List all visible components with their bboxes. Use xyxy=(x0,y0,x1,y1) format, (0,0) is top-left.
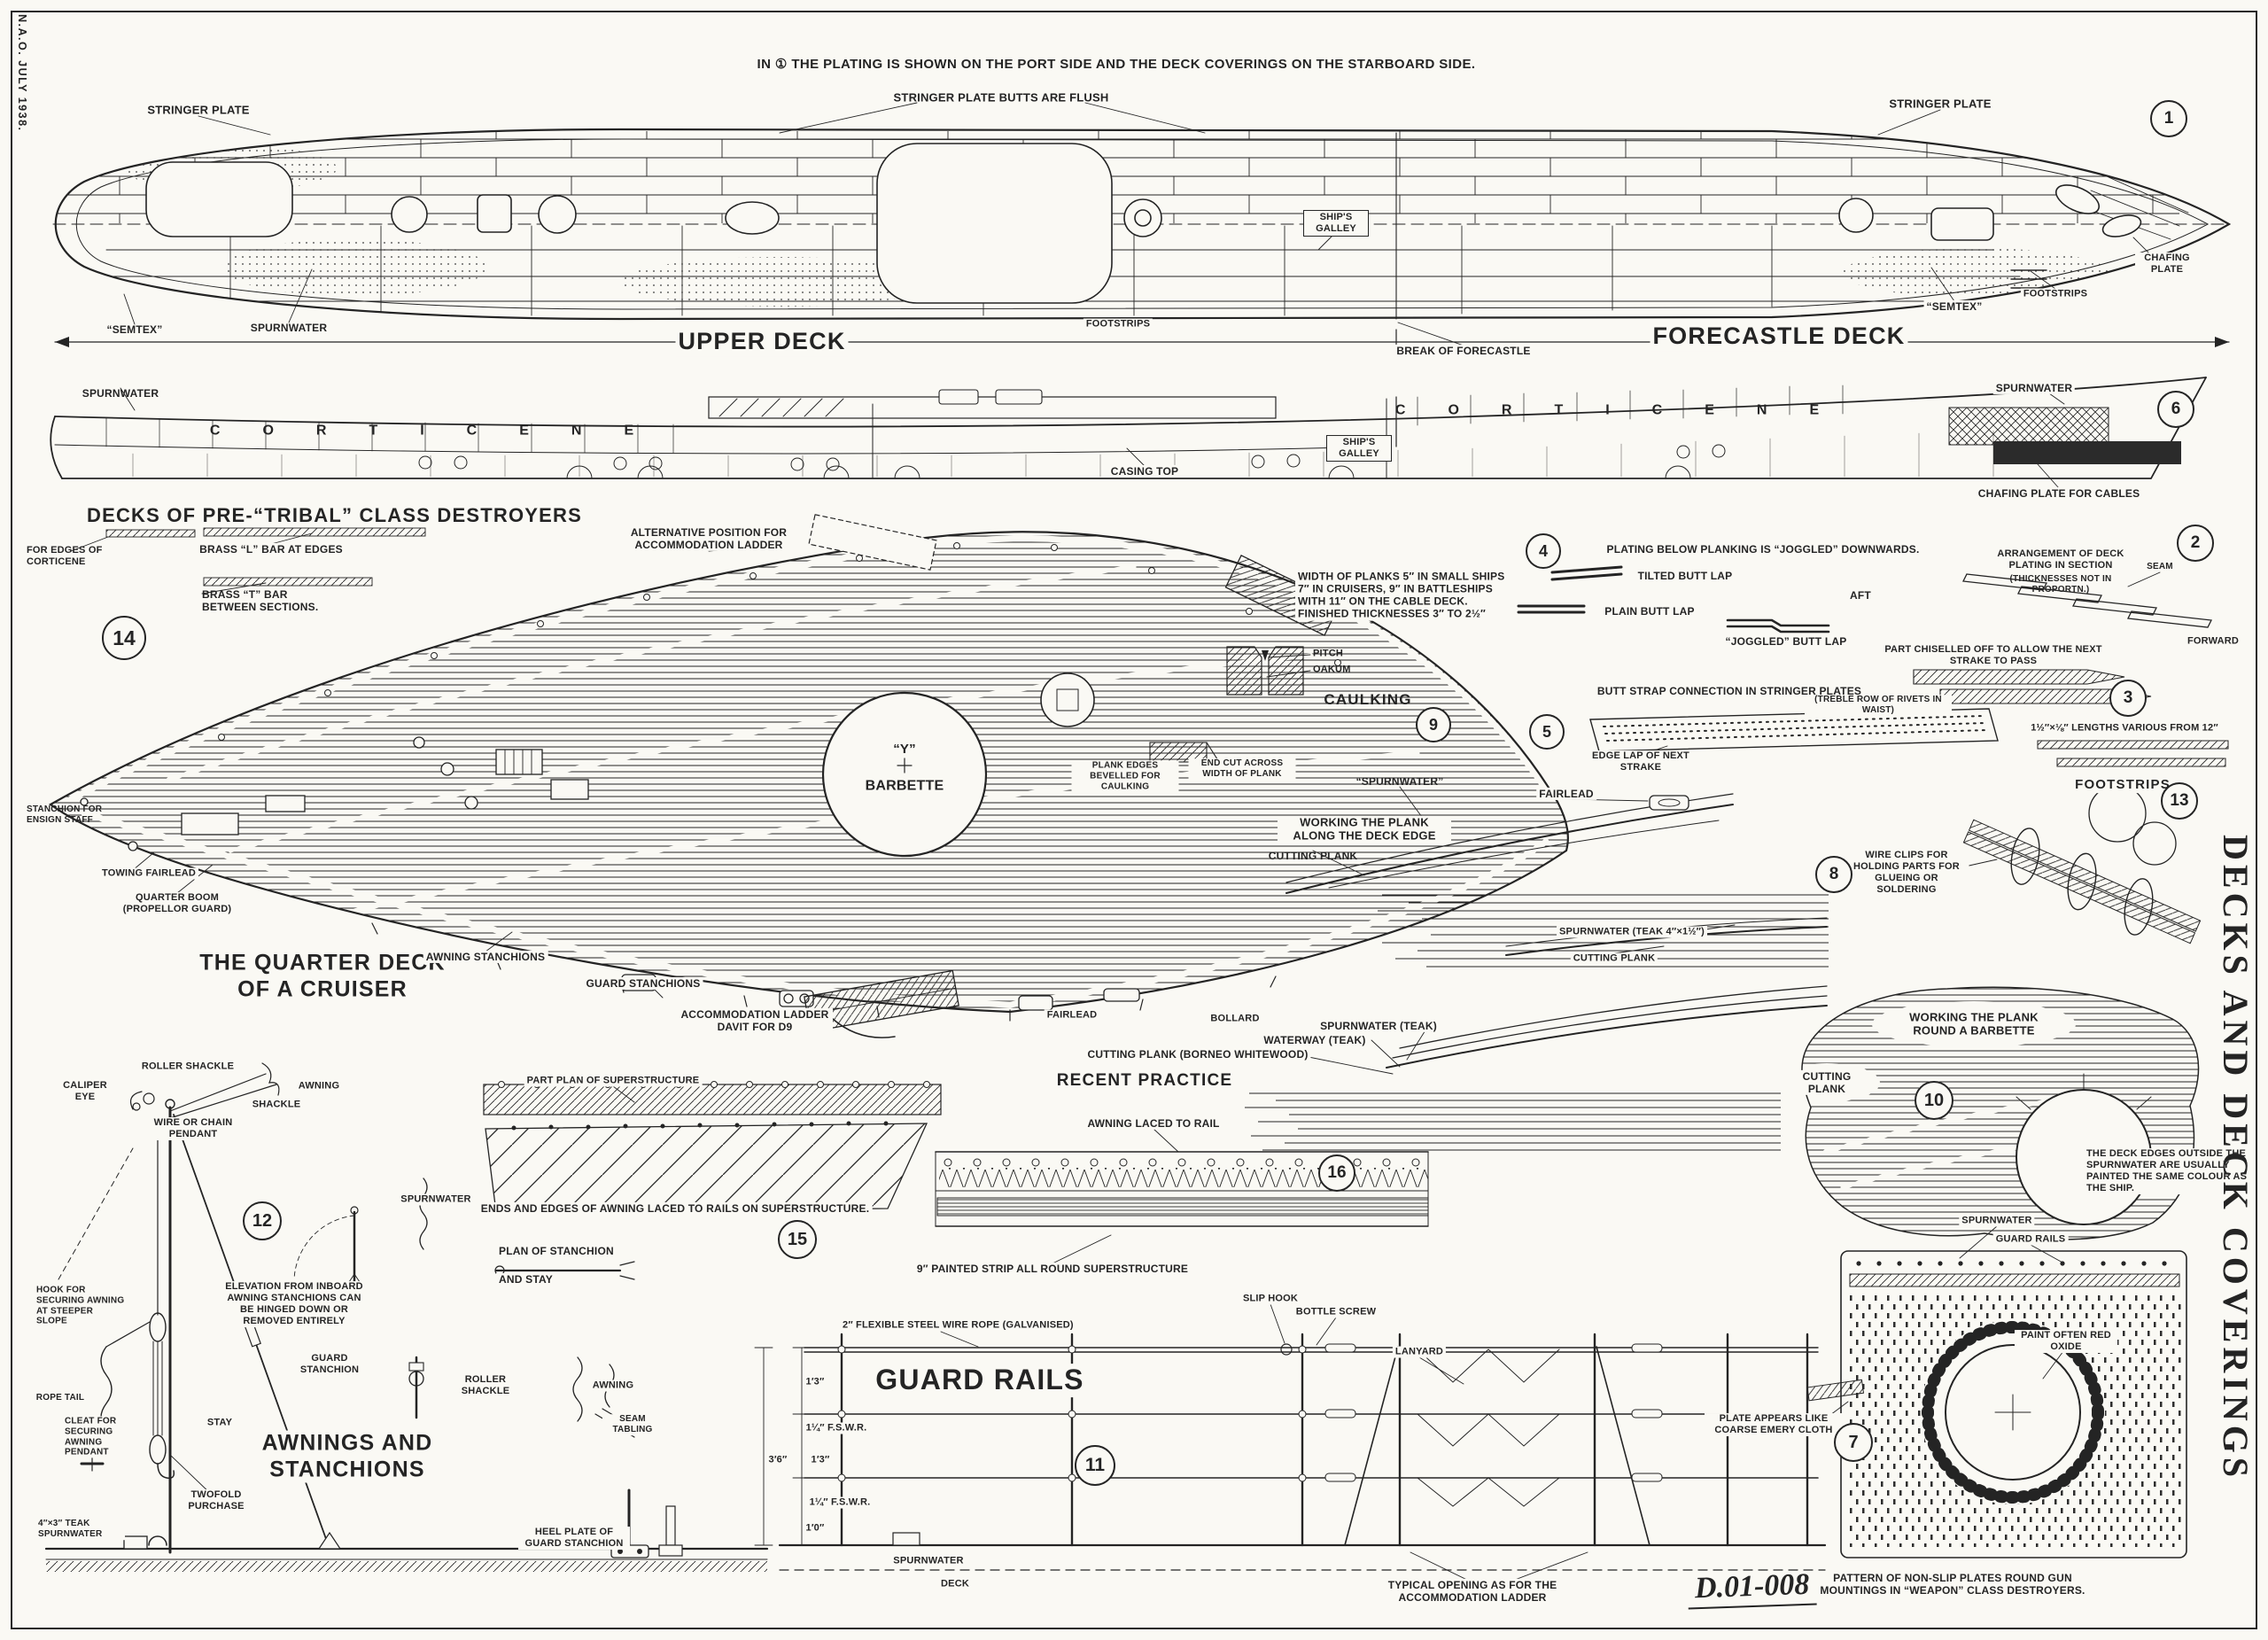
plan-view-drawing xyxy=(52,128,2232,355)
deck-edge-plank-detail xyxy=(1285,793,1734,894)
footstrips-detail xyxy=(2037,740,2229,767)
plating-section-detail xyxy=(1962,573,2212,628)
plating-laps-detail xyxy=(1517,565,1830,633)
profile-view-drawing xyxy=(50,377,2207,479)
butt-strap-detail xyxy=(1589,708,1999,752)
recent-practice-detail xyxy=(1386,985,1828,1069)
wire-clips-detail xyxy=(1962,784,2202,944)
awning-lacing-elevation xyxy=(935,1151,1429,1227)
leader-lines xyxy=(70,102,2168,1583)
barbette-plank-detail xyxy=(1774,986,2200,1240)
drawing-number: D.01-008 xyxy=(1687,1567,1818,1610)
sheet-note: IN ① THE PLATING IS SHOWN ON THE PORT SI… xyxy=(757,57,1476,72)
superstructure-awning-plan xyxy=(483,1081,942,1213)
date-stamp: N.A.O. JULY 1938. xyxy=(16,14,28,132)
guard-rails-drawing xyxy=(754,1333,1827,1571)
non-slip-plate-detail xyxy=(1806,1250,2187,1558)
quarter-deck-drawing xyxy=(48,514,1569,1038)
spurnwater-teak-detail xyxy=(1505,917,1828,956)
chiselled-strake-detail xyxy=(1913,669,2152,704)
sheet-title: DECKS AND DECK COVERINGS xyxy=(2216,835,2256,1482)
